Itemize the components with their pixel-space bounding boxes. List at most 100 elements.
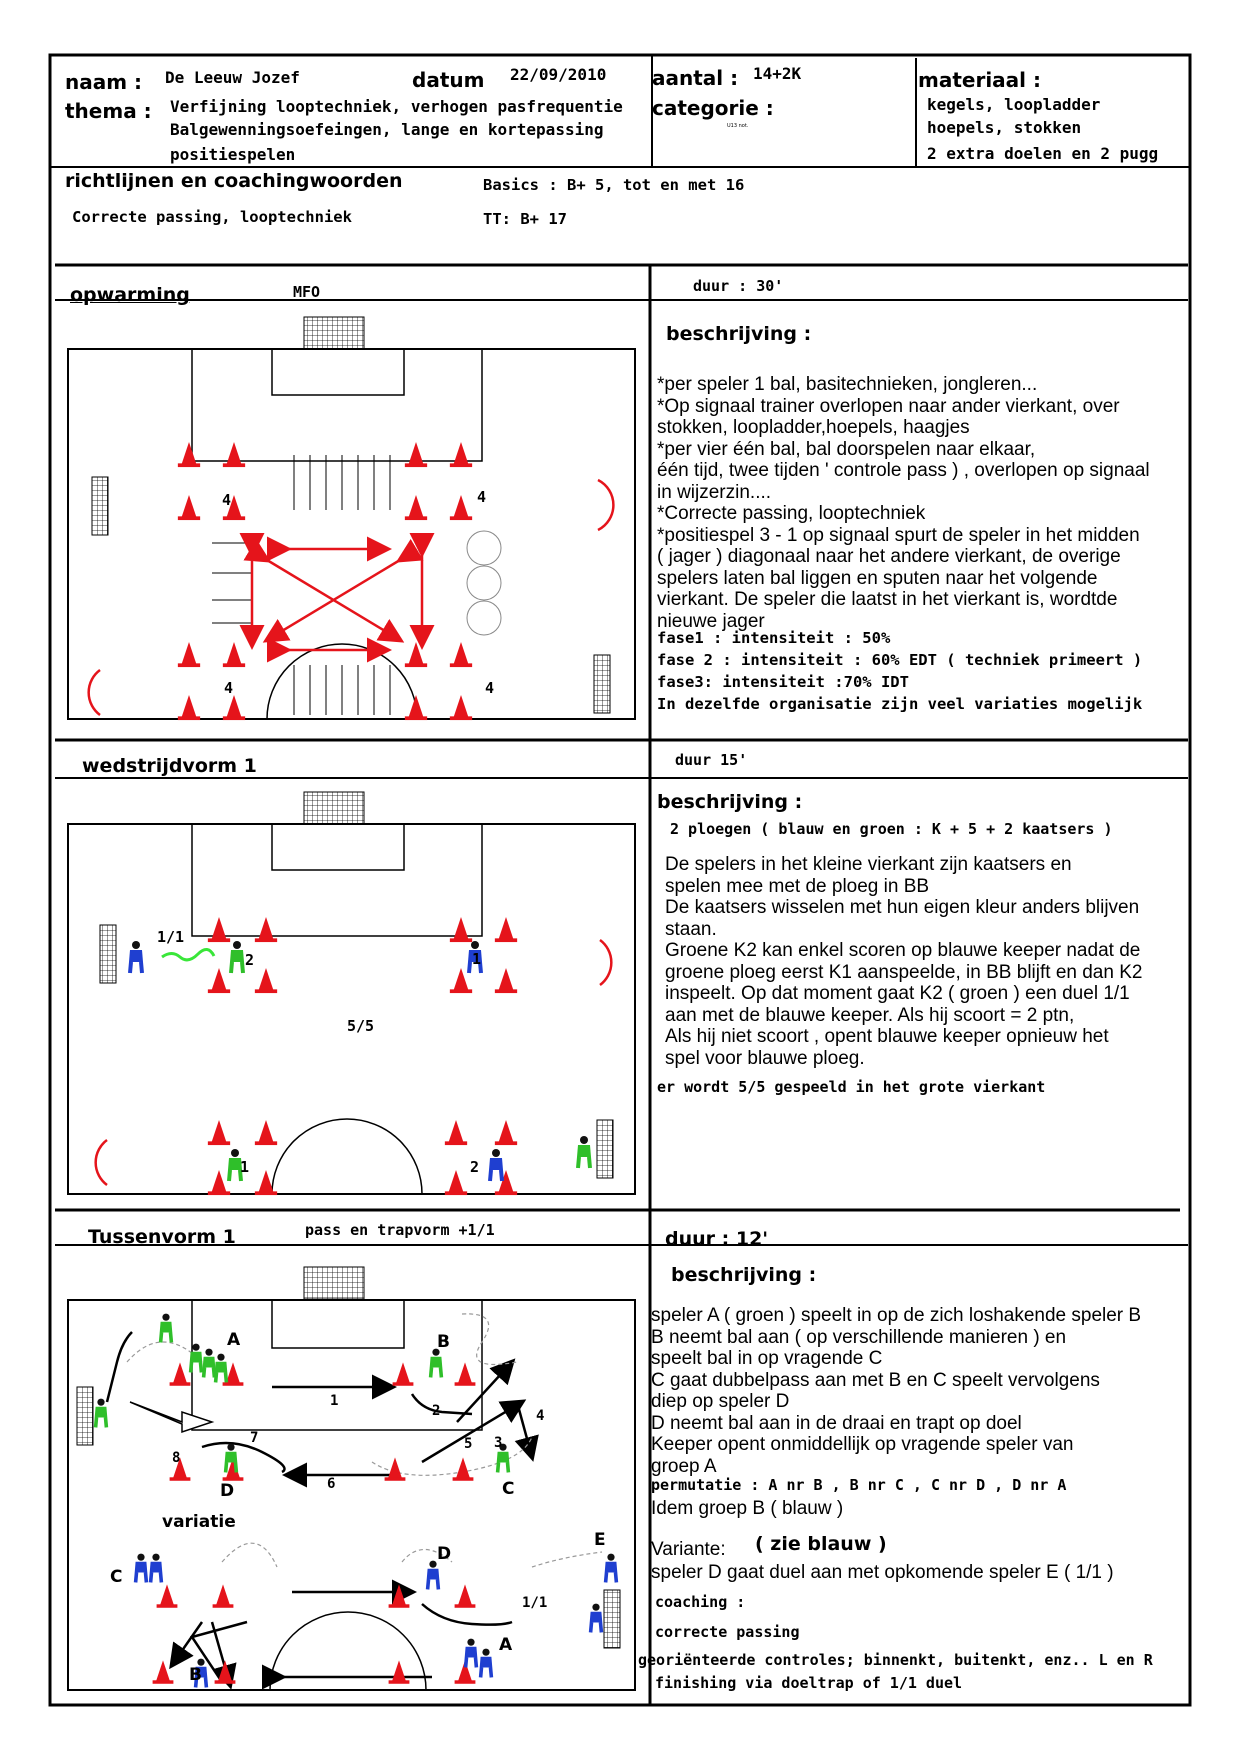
cone — [169, 1362, 191, 1386]
basics-text: Basics : B+ 5, tot en met 16 — [483, 176, 745, 194]
materiaal-line-2: hoepels, stokken — [927, 118, 1082, 137]
cone — [494, 968, 518, 994]
materiaal-line-1: kegels, loopladder — [927, 95, 1101, 114]
coaching-line-2: georiënteerde controles; binnenkt, buite… — [638, 1651, 1153, 1669]
opwarming-duur: duur : 30' — [693, 277, 784, 295]
opwarming-field: 4 4 4 4 — [67, 316, 636, 721]
duel-label: 1/1 — [157, 928, 184, 946]
tussenvorm-duur: duur : 12' — [665, 1228, 769, 1250]
cone — [388, 1584, 410, 1608]
cone — [404, 442, 428, 468]
tussenvorm-permutatie: permutatie : A nr B , B nr C , C nr D , … — [651, 1476, 1067, 1494]
categorie-label: categorie : — [652, 96, 774, 120]
opwarming-sub: MFO — [293, 283, 321, 301]
green-player — [157, 1312, 175, 1344]
blue-keeper — [587, 1602, 605, 1634]
cone — [207, 1120, 231, 1146]
score-format: 5/5 — [347, 1017, 374, 1035]
richtlijnen-text: Correcte passing, looptechniek — [72, 208, 352, 226]
coaching-line-1: correcte passing — [655, 1623, 800, 1641]
tt-text: TT: B+ 17 — [483, 210, 567, 228]
cone — [177, 695, 201, 721]
player-number: 2 — [470, 1158, 479, 1176]
cone — [449, 495, 473, 521]
blue-player — [424, 1559, 442, 1591]
wedstrijdvorm-ploegen: 2 ploegen ( blauw en groen : K + 5 + 2 k… — [670, 820, 1113, 838]
wedstrijdvorm-field: 1/1 2 1 5/5 1 2 — [67, 791, 636, 1196]
cone — [207, 917, 231, 943]
cone — [449, 642, 473, 668]
group-count: 4 — [477, 488, 486, 506]
aantal-label: aantal : — [652, 66, 739, 90]
blue-player — [602, 1552, 620, 1584]
cone — [454, 1584, 476, 1608]
coaching-line-3: finishing via doeltrap of 1/1 duel — [655, 1674, 963, 1692]
group-count: 4 — [224, 679, 233, 697]
green-player — [212, 1352, 230, 1384]
aantal-value: 14+2K — [753, 64, 802, 83]
naam-value: De Leeuw Jozef — [165, 68, 300, 87]
cone — [444, 1120, 468, 1146]
step-number: 7 — [250, 1430, 258, 1446]
opwarming-title: opwarming — [70, 284, 190, 306]
cone — [404, 695, 428, 721]
cone — [449, 442, 473, 468]
cone — [452, 1457, 474, 1481]
cone — [449, 917, 473, 943]
cone — [388, 1660, 410, 1684]
tussenvorm-sub: pass en trapvorm +1/1 — [305, 1221, 495, 1239]
green-player — [427, 1347, 445, 1379]
cone — [254, 917, 278, 943]
player-label-b: B — [437, 1332, 450, 1352]
cone — [222, 442, 246, 468]
variatie-c: C — [110, 1567, 122, 1587]
thema-line-2: Balgewenningsoefeingen, lange en kortepa… — [170, 120, 604, 139]
tussenvorm-field: A B C D variatie C D E A B 1 2 3 4 5 6 7… — [67, 1266, 636, 1691]
green-player — [200, 1347, 218, 1379]
cone — [177, 495, 201, 521]
player-label-d: D — [220, 1481, 234, 1501]
naam-label: naam : — [65, 70, 143, 94]
player-label-c: C — [502, 1479, 514, 1499]
green-keeper — [575, 1135, 593, 1169]
cone — [212, 1584, 234, 1608]
wedstrijdvorm-description: De spelers in het kleine vierkant zijn k… — [665, 854, 1143, 1069]
wedstrijdvorm-duur: duur 15' — [675, 751, 748, 769]
tussenvorm-description: speler A ( groen ) speelt in op de zich … — [651, 1305, 1142, 1477]
materiaal-line-3: 2 extra doelen en 2 pugg — [927, 144, 1159, 163]
cone — [222, 642, 246, 668]
step-number: 2 — [432, 1403, 440, 1419]
blue-player — [487, 1148, 505, 1182]
group-count: 4 — [222, 491, 231, 509]
wedstrijdvorm-title: wedstrijdvorm 1 — [82, 755, 257, 777]
variatie-b: B — [189, 1665, 202, 1685]
player-number: 1 — [472, 950, 481, 968]
cone — [214, 1660, 236, 1684]
datum-value: 22/09/2010 — [510, 65, 607, 84]
cone — [254, 968, 278, 994]
cone — [254, 1170, 278, 1196]
opwarming-fases: fase1 : intensiteit : 50% fase 2 : inten… — [657, 629, 1143, 713]
cone — [222, 695, 246, 721]
player-number: 2 — [245, 951, 254, 969]
green-keeper — [92, 1397, 110, 1429]
cone — [207, 1170, 231, 1196]
opwarming-description: *per speler 1 bal, basitechnieken, jongl… — [657, 374, 1150, 632]
wedstrijdvorm-footer: er wordt 5/5 gespeeld in het grote vierk… — [657, 1078, 1046, 1096]
variatie-d: D — [437, 1544, 451, 1564]
variatie-a: A — [499, 1635, 513, 1655]
group-count: 4 — [485, 679, 494, 697]
cone — [207, 968, 231, 994]
player-number: 1 — [240, 1158, 249, 1176]
cone — [404, 642, 428, 668]
cone — [454, 1362, 476, 1386]
cone — [392, 1362, 414, 1386]
cone — [152, 1660, 174, 1684]
blue-player — [147, 1552, 165, 1584]
player-label-a: A — [227, 1330, 241, 1350]
cone — [177, 442, 201, 468]
tussenvorm-title: Tussenvorm 1 — [88, 1226, 236, 1248]
blue-player — [132, 1552, 150, 1584]
materiaal-label: materiaal : — [918, 68, 1041, 92]
